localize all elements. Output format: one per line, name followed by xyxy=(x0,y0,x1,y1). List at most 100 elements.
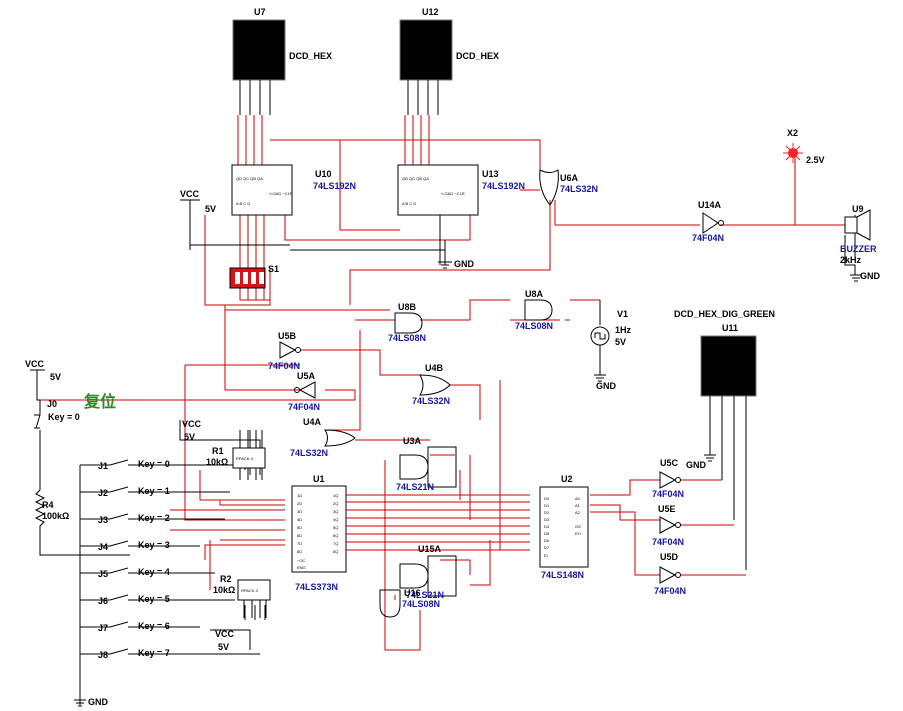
counter-u10[interactable]: QD QC QB QA A B C D ~LOAD ~CLR U10 74LS1… xyxy=(231,164,356,216)
svg-text:EO: EO xyxy=(575,531,581,536)
and-gate-u8b[interactable]: U8B 74LS08N xyxy=(388,302,426,343)
key-switch-j5[interactable]: J5 Key = 4 xyxy=(98,567,170,579)
inverter-u5b[interactable]: U5B 74F04N xyxy=(268,331,301,371)
key-switch-j1[interactable]: J1 Key = 0 xyxy=(98,459,170,471)
latch-u1[interactable]: U1 1D 2D 3D 4D 5D 6D 7D 8D ~OC ENG 1Q 2Q… xyxy=(291,474,347,592)
svg-text:D3: D3 xyxy=(544,517,550,522)
u10-ref: U10 xyxy=(315,169,332,179)
svg-text:Key = 1: Key = 1 xyxy=(138,486,170,496)
svg-text:GS: GS xyxy=(575,524,581,529)
dip-switch-s1[interactable]: S1 xyxy=(229,264,279,289)
key-switch-j2[interactable]: J2 Key = 1 xyxy=(98,486,170,498)
u7-ref: U7 xyxy=(254,7,266,17)
svg-text:74LS08N: 74LS08N xyxy=(388,333,426,343)
svg-text:74LS08N: 74LS08N xyxy=(515,321,553,331)
counter-u13[interactable]: QD QC QB QA A B C D ~LOAD ~CLR U13 74LS1… xyxy=(397,164,525,216)
svg-text:U8A: U8A xyxy=(525,289,544,299)
encoder-u2[interactable]: U2 D0 D1 D2 D3 D4 D5 D6 D7 EI A0 A1 A2 G… xyxy=(539,474,589,580)
svg-text:Key = 0: Key = 0 xyxy=(48,412,80,422)
svg-text:~LOAD ~CLR: ~LOAD ~CLR xyxy=(268,191,293,196)
svg-text:5D: 5D xyxy=(297,525,302,530)
resistor-r4[interactable]: R4 100kΩ xyxy=(34,489,69,530)
svg-text:U4A: U4A xyxy=(303,417,322,427)
s1-ref: S1 xyxy=(268,264,279,274)
svg-text:5V: 5V xyxy=(184,432,195,442)
u13-part: 74LS192N xyxy=(482,181,525,191)
or-gate-u4a[interactable]: U4A 74LS32N xyxy=(290,417,356,458)
svg-text:VCC: VCC xyxy=(180,189,200,199)
and-gate-u8a[interactable]: U8A 74LS08N xyxy=(515,289,553,331)
svg-text:U16: U16 xyxy=(404,588,421,598)
gnd-counters: GND xyxy=(438,259,475,269)
svg-text:Key = 0: Key = 0 xyxy=(138,459,170,469)
buzzer-u9[interactable]: U9 BUZZER 2kHz GND xyxy=(840,204,881,282)
or-gate-u6a[interactable]: U6A 74LS32N xyxy=(539,169,598,206)
svg-text:D1: D1 xyxy=(544,503,550,508)
svg-text:6D: 6D xyxy=(297,533,302,538)
inverter-u5c[interactable]: U5C 74F04N xyxy=(652,458,684,499)
rpack-r1[interactable]: R1 10kΩ RPACK 4 xyxy=(206,430,266,480)
svg-text:U4B: U4B xyxy=(425,363,444,373)
svg-text:A0: A0 xyxy=(575,496,581,501)
key-switch-j6[interactable]: J6 Key = 5 xyxy=(98,594,170,606)
reset-switch-j0[interactable]: J0 Key = 0 复位 xyxy=(34,392,116,429)
svg-text:X2: X2 xyxy=(787,128,798,138)
probe-x2[interactable]: X2 2.5V xyxy=(783,128,825,165)
svg-text:Key = 7: Key = 7 xyxy=(138,648,170,658)
hex-display-u7[interactable]: U7 DCD_HEX xyxy=(232,7,332,115)
svg-text:6Q: 6Q xyxy=(333,533,338,538)
svg-text:1D: 1D xyxy=(297,493,302,498)
or-gate-u4b[interactable]: U4B 74LS32N xyxy=(412,363,451,406)
inverter-u14a[interactable]: U14A 74F04N xyxy=(692,200,724,243)
svg-text:10kΩ: 10kΩ xyxy=(206,457,228,467)
svg-text:100kΩ: 100kΩ xyxy=(42,511,69,521)
svg-text:74F04N: 74F04N xyxy=(692,233,724,243)
inverter-u5d[interactable]: U5D 74F04N xyxy=(654,552,686,596)
and-gate-u3a[interactable]: U3A 74LS21N xyxy=(396,436,457,492)
svg-text:7D: 7D xyxy=(297,541,302,546)
svg-text:D4: D4 xyxy=(544,524,550,529)
and-gate-u15a[interactable]: U15A 74LS21N xyxy=(399,544,457,600)
rpack-r2[interactable]: R2 10kΩ RPACK 4 xyxy=(213,574,271,618)
gnd-keys: GND xyxy=(74,697,109,707)
svg-text:QD QC QB QA: QD QC QB QA xyxy=(236,176,263,181)
svg-text:74LS21N: 74LS21N xyxy=(406,590,444,600)
and-gate-u16[interactable]: U16 74LS08N xyxy=(379,588,440,618)
svg-text:ENG: ENG xyxy=(297,565,306,570)
svg-text:D6: D6 xyxy=(544,538,550,543)
svg-text:D0: D0 xyxy=(544,496,550,501)
svg-text:5V: 5V xyxy=(205,204,216,214)
key-switch-j3[interactable]: J3 Key = 2 xyxy=(98,513,170,525)
hex-display-u11[interactable]: DCD_HEX_DIG_GREEN U11 xyxy=(674,309,775,570)
svg-text:R1: R1 xyxy=(212,446,224,456)
svg-text:4D: 4D xyxy=(297,517,302,522)
svg-text:1Q: 1Q xyxy=(333,493,338,498)
svg-text:74LS32N: 74LS32N xyxy=(560,184,598,194)
key-switch-j7[interactable]: J7 Key = 6 xyxy=(98,621,170,633)
svg-text:74F04N: 74F04N xyxy=(288,402,320,412)
svg-text:VCC: VCC xyxy=(215,629,235,639)
svg-text:74LS373N: 74LS373N xyxy=(295,582,338,592)
svg-text:QD QC QB QA: QD QC QB QA xyxy=(402,176,429,181)
svg-text:4Q: 4Q xyxy=(333,517,338,522)
svg-text:5Q: 5Q xyxy=(333,525,338,530)
key-switch-j4[interactable]: J4 Key = 3 xyxy=(98,540,170,552)
inverter-u5a[interactable]: U5A 74F04N xyxy=(288,371,320,412)
svg-text:Key = 4: Key = 4 xyxy=(138,567,170,577)
svg-text:A2: A2 xyxy=(575,510,581,515)
clock-source-v1[interactable]: V1 1Hz 5V GND xyxy=(590,309,632,391)
svg-text:Key = 5: Key = 5 xyxy=(138,594,170,604)
u11-label: DCD_HEX_DIG_GREEN xyxy=(674,309,775,319)
svg-text:2Q: 2Q xyxy=(333,501,338,506)
inverter-u5e[interactable]: U5E 74F04N xyxy=(652,504,684,547)
svg-text:Key = 2: Key = 2 xyxy=(138,513,170,523)
svg-text:74LS32N: 74LS32N xyxy=(290,448,328,458)
svg-text:GND: GND xyxy=(860,271,881,281)
svg-text:GND: GND xyxy=(596,381,617,391)
svg-text:J6: J6 xyxy=(98,596,108,606)
svg-text:8D: 8D xyxy=(297,549,302,554)
gnd-u11: GND xyxy=(686,454,716,470)
key-switch-j8[interactable]: J8 Key = 7 xyxy=(98,648,170,660)
hex-display-u12[interactable]: U12 DCD_HEX xyxy=(399,7,499,115)
